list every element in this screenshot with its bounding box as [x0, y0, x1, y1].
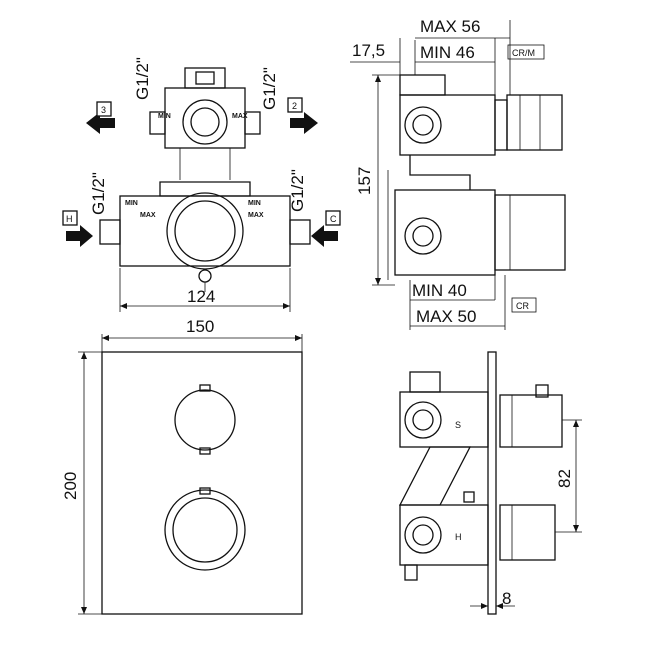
dim-124: 124: [187, 287, 215, 306]
port-label-3: 3: [101, 105, 106, 115]
dim-82: 82: [555, 469, 574, 488]
outlet-3-arrow-icon: 3: [86, 101, 115, 134]
max-mark-top-right: MAX: [232, 113, 248, 120]
side-mark-s: S: [455, 420, 461, 430]
thread-label-bottom-left: G1/2": [89, 172, 108, 215]
side-mark-h: H: [455, 532, 462, 542]
max-mark-bottom-left: MAX: [140, 212, 156, 219]
outlet-2-arrow-icon: 2: [287, 97, 318, 134]
min-mark-top-left: MIN: [158, 113, 171, 120]
cold-inlet-arrow-icon: C: [311, 210, 341, 247]
dim-17-5: 17,5: [352, 41, 385, 60]
dim-150: 150: [186, 317, 214, 336]
valve-body-front-view: MIN MAX MIN MAX MIN MAX G1/2" G1/2" G1/2…: [62, 57, 341, 312]
hot-inlet-arrow-icon: H: [62, 210, 93, 247]
dim-157: 157: [355, 167, 374, 195]
min-mark-bottom-left: MIN: [125, 200, 138, 207]
code-cr: CR: [516, 301, 529, 311]
thread-label-top-left: G1/2": [133, 57, 152, 100]
min-mark-bottom-right: MIN: [248, 200, 261, 207]
dim-min-40: MIN 40: [412, 281, 467, 300]
max-mark-bottom-right: MAX: [248, 212, 264, 219]
dim-200: 200: [61, 472, 80, 500]
dim-min-46: MIN 46: [420, 43, 475, 62]
valve-body-side-view: MAX 56 MIN 46 17,5 157 MIN 40 MAX 50 CR/…: [350, 17, 566, 330]
cover-plate-front-view: 150 200: [61, 317, 303, 615]
thread-label-top-right: G1/2": [260, 67, 279, 110]
port-label-2: 2: [292, 101, 297, 111]
thermostat-knob-outer: [164, 489, 246, 571]
dim-max-56: MAX 56: [420, 17, 480, 36]
port-label-cold: C: [330, 214, 337, 224]
thermostat-knob-inner: [172, 497, 238, 563]
thread-label-bottom-right: G1/2": [288, 169, 307, 212]
diverter-knob: [174, 389, 236, 451]
assembled-side-view: S H 82 8: [398, 351, 582, 615]
port-label-hot: H: [66, 214, 73, 224]
dim-max-50: MAX 50: [416, 307, 476, 326]
dim-8: 8: [502, 589, 511, 608]
code-crm: CR/M: [512, 48, 535, 58]
